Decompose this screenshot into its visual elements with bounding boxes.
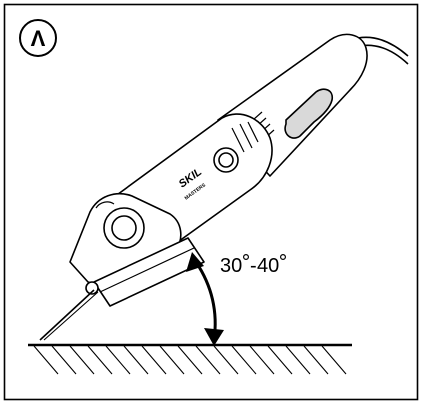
angle-from: 30: [220, 255, 242, 277]
panel-label-badge: Λ: [19, 19, 57, 57]
power-switch: [213, 147, 239, 173]
spindle-nut: [85, 281, 99, 295]
angle-separator: -: [250, 255, 257, 277]
work-surface: [28, 343, 352, 375]
panel-label-text: Λ: [31, 26, 46, 51]
side-handle-knob: [103, 207, 145, 249]
grinding-disc: [39, 289, 95, 341]
wheel-guard: [93, 237, 205, 307]
figure-frame: [3, 3, 419, 401]
grip-recess: [284, 88, 334, 139]
angle-grinder: SKIL MASTERS: [69, 33, 368, 307]
angle-range-label: 30 - 40: [220, 254, 287, 277]
angle-to: 40: [257, 255, 279, 277]
curved-double-arrow: [186, 252, 224, 346]
